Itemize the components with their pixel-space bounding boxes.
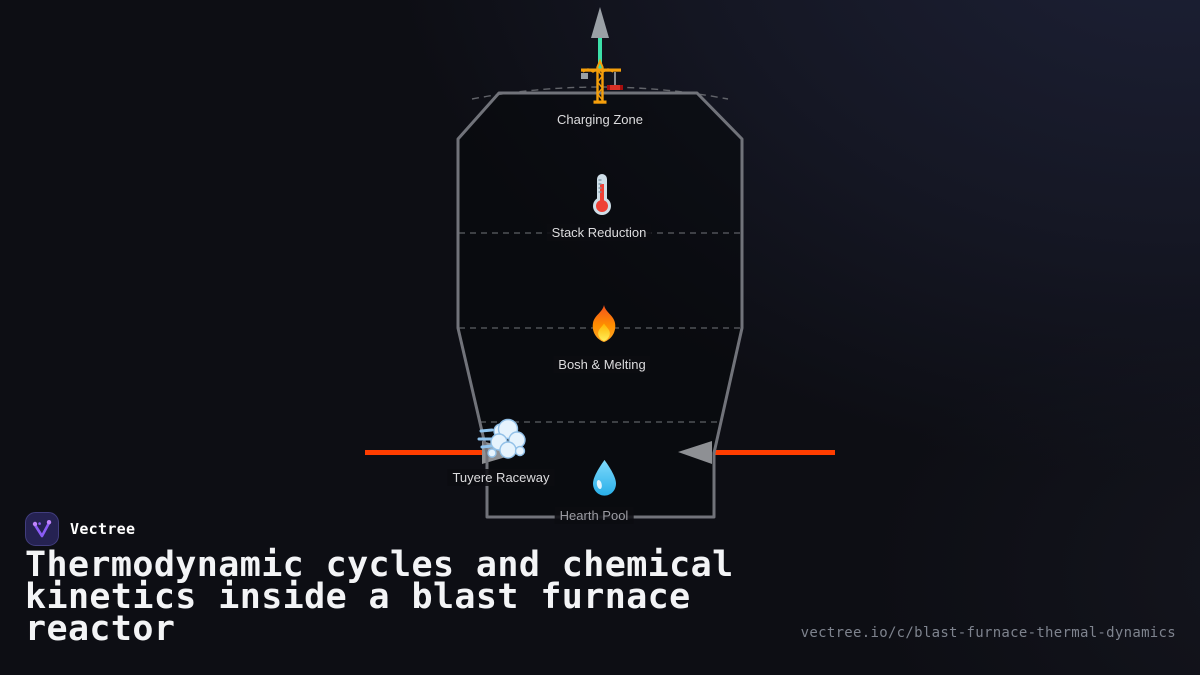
brand-name: Vectree	[70, 520, 136, 538]
fire-icon	[592, 305, 616, 342]
furnace-outline	[456, 91, 744, 519]
crane-icon	[581, 58, 623, 104]
zone-label-tuyere-raceway: Tuyere Raceway	[447, 469, 555, 486]
zone-label-stack-reduction: Stack Reduction	[546, 224, 652, 241]
vectree-logo-icon	[25, 512, 59, 546]
page-title: Thermodynamic cycles and chemical kineti…	[25, 545, 805, 649]
wind-puff-icon	[477, 418, 526, 459]
page-title-line: Thermodynamic cycles and chemical	[25, 545, 734, 585]
zone-label-hearth-pool: Hearth Pool	[554, 507, 634, 524]
footer-url: vectree.io/c/blast-furnace-thermal-dynam…	[800, 625, 1176, 641]
zone-label-charging-zone: Charging Zone	[552, 111, 648, 128]
furnace-interior	[458, 93, 742, 517]
brand-row: Vectree	[25, 512, 135, 546]
page-title-line: reactor	[25, 609, 176, 649]
offgas-arrow-icon	[591, 7, 609, 38]
page-title-line: kinetics inside a blast furnace	[25, 577, 691, 617]
thermometer-icon	[593, 174, 611, 215]
zone-label-bosh-melting: Bosh & Melting	[553, 356, 651, 373]
droplet-icon	[593, 460, 616, 496]
blast-arrow-right-icon	[678, 441, 712, 464]
blast-line-left	[365, 450, 482, 455]
offgas-line	[598, 37, 602, 71]
blast-line-right	[713, 450, 835, 455]
